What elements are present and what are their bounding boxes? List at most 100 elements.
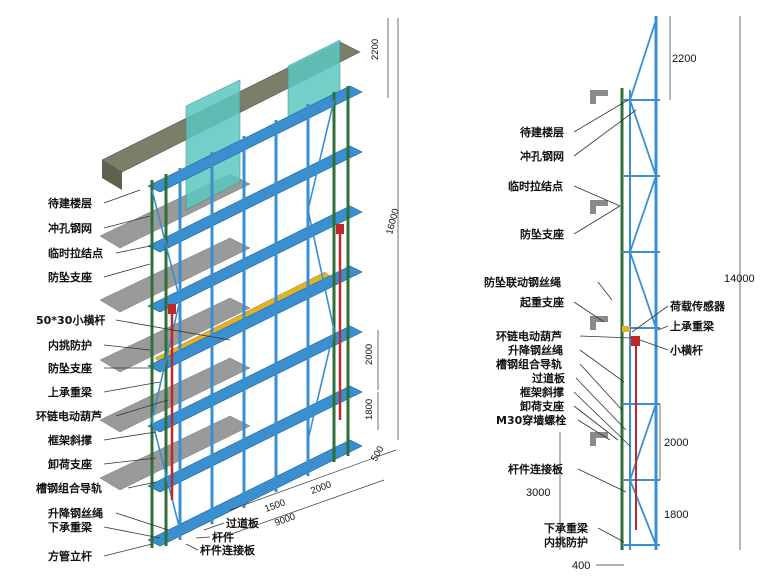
diag [629,99,657,177]
label-槽钢组合导轨: 槽钢组合导轨 [36,481,102,495]
leader [115,319,231,341]
leader [103,215,151,229]
leader [639,339,669,351]
leader [103,457,157,465]
leader [573,391,631,447]
r-label-小横杆: 小横杆 [669,343,703,357]
label-内挑防护: 内挑防护 [48,338,92,352]
leader [203,522,225,531]
r-dim-2000: 2000 [664,437,688,449]
leader [573,185,621,207]
leader [103,381,161,393]
dim-2200: 2200 [370,39,381,60]
diagonal-braces [151,99,335,531]
leader [103,263,151,278]
brace [151,189,181,301]
leader [115,245,151,254]
left-dimensions: 2200 16000 2000 1800 500 1500 2000 9000 [219,18,402,539]
leader [115,399,169,417]
leader [579,363,623,411]
diag [629,479,657,546]
label-防坠支座-1: 防坠支座 [48,270,92,284]
leader [573,405,619,441]
r-dim-14000: 14000 [724,273,755,285]
perforated-mesh [185,39,341,211]
r-label-M30穿墙螺栓: M30穿墙螺栓 [496,413,566,427]
label-下承重梁: 下承重梁 [48,520,93,534]
leader [103,344,151,351]
leader [579,335,633,339]
wall-slabs [590,90,608,446]
leader [577,419,611,441]
r-dim-400: 400 [572,560,590,572]
leader [103,189,141,204]
brace [307,99,335,211]
dim-1800: 1800 [364,399,375,420]
label-小横杆: 50*30小横杆 [36,313,105,327]
r-label-杆件连接板: 杆件连接板 [508,462,564,476]
dim-line [229,449,397,511]
label-防坠支座-2: 防坠支座 [48,361,92,375]
leader [631,305,669,333]
dim-2000: 2000 [364,344,375,365]
r-label-防坠支座: 防坠支座 [520,227,564,241]
leader [127,481,157,489]
label-杆件连接板: 杆件连接板 [200,543,256,557]
left-view: 待建楼层 冲孔钢网 临时拉结点 防坠支座 50*30小横杆 内挑防护 防坠支座 … [36,18,402,563]
right-view: 待建楼层 冲孔钢网 临时拉结点 防坠支座 防坠联动钢丝绳 起重支座 环链电动葫芦… [484,16,755,572]
r-label-冲孔钢网: 冲孔钢网 [520,149,564,163]
walkway-board [622,326,630,332]
leader [575,377,627,431]
diag [629,175,657,253]
diag [629,19,657,101]
right-dimensions: 2200 14000 2000 1800 3000 400 [526,16,755,572]
r-label-卸荷支座: 卸荷支座 [520,399,564,413]
r-label-过道板: 过道板 [532,371,566,385]
r-label-下承重梁: 下承重梁 [544,521,589,535]
leader [573,109,637,157]
label-冲孔钢网: 冲孔钢网 [48,221,92,235]
leader [573,99,629,133]
r-label-环链电动葫芦: 环链电动葫芦 [496,329,562,343]
diag [629,251,657,329]
frame-rungs [622,99,660,546]
r-dim-1800: 1800 [664,509,688,521]
hoist-block [336,224,344,234]
dim-1500: 1500 [263,497,287,515]
wall-slab [590,316,608,330]
hoist-block [631,336,640,346]
dim-9000: 9000 [273,511,297,529]
brace [151,419,181,531]
left-labels: 待建楼层 冲孔钢网 临时拉结点 防坠支座 50*30小横杆 内挑防护 防坠支座 … [36,196,105,563]
leader [657,325,669,331]
label-环链电动葫芦: 环链电动葫芦 [36,409,102,423]
label-临时拉结点: 临时拉结点 [48,246,103,260]
label-卸荷支座: 卸荷支座 [48,457,92,471]
dim-500: 500 [369,444,386,463]
r-label-防坠联动钢丝绳: 防坠联动钢丝绳 [484,275,561,289]
leader [103,431,157,441]
r-dim-3000: 3000 [526,487,550,499]
r-label-上承重梁: 上承重梁 [670,319,715,333]
r-label-荷载传感器: 荷载传感器 [669,299,726,313]
label-过道板: 过道板 [226,516,260,530]
label-上承重梁: 上承重梁 [48,385,93,399]
brace [307,209,335,331]
r-label-升降钢丝绳: 升降钢丝绳 [508,343,563,357]
r-label-内挑防护: 内挑防护 [544,535,588,549]
brace [307,329,335,441]
r-label-起重支座: 起重支座 [519,295,564,309]
leader [579,349,625,383]
frame-diagonals [629,19,657,546]
brace [151,299,181,421]
label-框架斜撑: 框架斜撑 [48,433,92,447]
r-label-框架斜撑: 框架斜撑 [520,385,564,399]
r-dim-2200: 2200 [672,53,696,65]
right-leaders-left [573,99,637,543]
building-slab-top-edge [102,160,122,190]
leader [115,512,169,531]
wall-slab [590,200,608,214]
leader [577,468,627,493]
wall-slab [590,90,608,104]
